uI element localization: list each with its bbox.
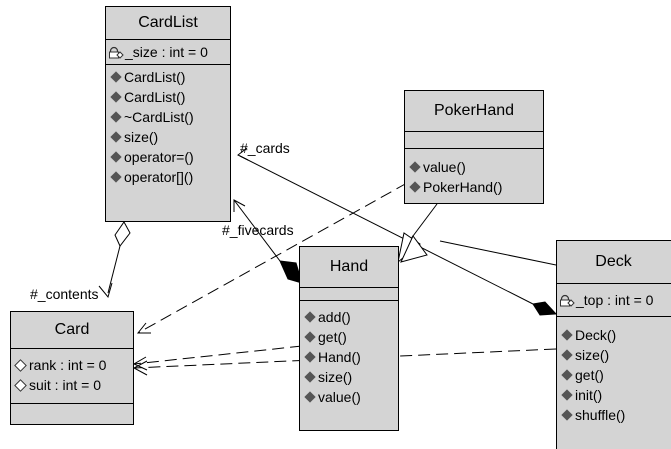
method-label: get()	[575, 367, 604, 383]
method-label: value()	[318, 389, 361, 405]
method-label: get()	[318, 329, 347, 345]
class-name: PokerHand	[405, 91, 543, 132]
role-label-cards: #_cards	[240, 140, 290, 156]
method-diamond-icon	[561, 369, 573, 381]
method-row[interactable]: PokerHand()	[407, 177, 539, 197]
generalization-deck-hand	[400, 235, 557, 266]
attributes-section	[405, 132, 543, 149]
role-label-fivecards: #_fivecards	[222, 222, 294, 238]
composition-hand-cardlist	[233, 199, 303, 284]
class-name: Deck	[557, 241, 671, 284]
method-label: operator[]()	[124, 169, 194, 185]
method-row[interactable]: CardList()	[108, 67, 226, 87]
dependency-hand-card	[132, 345, 303, 371]
attributes-section: _top : int = 0	[557, 284, 671, 317]
attribute-label: _top : int = 0	[576, 292, 654, 308]
class-name: Hand	[300, 247, 398, 288]
method-label: Hand()	[318, 349, 361, 365]
method-label: size()	[318, 369, 353, 385]
method-label: operator=()	[124, 149, 194, 165]
attribute-label: _size : int = 0	[125, 44, 208, 60]
method-label: CardList()	[124, 89, 186, 105]
method-diamond-icon	[304, 351, 316, 363]
method-diamond-icon	[110, 151, 122, 163]
method-diamond-icon	[110, 171, 122, 183]
methods-section: add() get() Hand() size() value()	[300, 301, 398, 409]
method-label: add()	[318, 309, 351, 325]
method-row[interactable]: operator[]()	[108, 167, 226, 187]
method-diamond-icon	[409, 161, 421, 173]
method-diamond-icon	[409, 181, 421, 193]
method-label: size()	[124, 129, 159, 145]
method-label: init()	[575, 387, 603, 403]
method-label: ~CardList()	[124, 109, 194, 125]
method-row[interactable]: Deck()	[559, 325, 671, 345]
method-row[interactable]: shuffle()	[559, 405, 671, 425]
class-box-cardlist[interactable]: CardList _size : int = 0 CardList()CardL…	[105, 6, 231, 222]
method-label: value()	[423, 159, 466, 175]
attribute-row[interactable]: _size : int = 0	[108, 42, 226, 62]
methods-section: value() PokerHand()	[405, 149, 543, 199]
method-diamond-icon	[561, 349, 573, 361]
methods-section	[11, 404, 133, 416]
method-row[interactable]: add()	[302, 307, 394, 327]
method-diamond-icon	[304, 311, 316, 323]
attribute-label: rank : int = 0	[29, 357, 107, 373]
aggregation-cardlist-card	[98, 221, 131, 299]
method-label: Deck()	[575, 327, 617, 343]
class-name: Card	[11, 312, 133, 349]
attribute-label: suit : int = 0	[29, 377, 101, 393]
method-row[interactable]: value()	[302, 387, 394, 407]
method-row[interactable]: ~CardList()	[108, 107, 226, 127]
method-row[interactable]: operator=()	[108, 147, 226, 167]
attributes-section: rank : int = 0 suit : int = 0	[11, 349, 133, 404]
method-diamond-icon	[304, 391, 316, 403]
method-row[interactable]: get()	[559, 365, 671, 385]
method-row[interactable]: init()	[559, 385, 671, 405]
method-row[interactable]: Hand()	[302, 347, 394, 367]
class-box-card[interactable]: Card rank : int = 0 suit : int = 0	[10, 311, 134, 425]
attribute-diamond-icon	[14, 378, 27, 392]
attribute-row[interactable]: rank : int = 0	[13, 355, 129, 375]
method-row[interactable]: CardList()	[108, 87, 226, 107]
method-diamond-icon	[110, 131, 122, 143]
method-diamond-icon	[110, 91, 122, 103]
method-row[interactable]: size()	[559, 345, 671, 365]
method-diamond-icon	[304, 331, 316, 343]
method-diamond-icon	[561, 409, 573, 421]
methods-section: Deck() size() get() init() shuffle()	[557, 317, 671, 427]
method-row[interactable]: get()	[302, 327, 394, 347]
class-box-pokerhand[interactable]: PokerHand value() PokerHand()	[404, 90, 544, 204]
attribute-row[interactable]: _top : int = 0	[559, 290, 671, 310]
protected-attribute-icon	[559, 293, 575, 307]
method-diamond-icon	[304, 371, 316, 383]
dependency-deck-card	[132, 348, 557, 376]
attribute-row[interactable]: suit : int = 0	[13, 375, 129, 395]
attributes-section: _size : int = 0	[106, 40, 230, 65]
method-row[interactable]: value()	[407, 157, 539, 177]
method-label: size()	[575, 347, 610, 363]
class-box-deck[interactable]: Deck _top : int = 0 Deck() size() get() ini…	[556, 240, 671, 449]
method-row[interactable]: size()	[302, 367, 394, 387]
class-name: CardList	[106, 7, 230, 40]
method-diamond-icon	[561, 329, 573, 341]
attribute-diamond-icon	[14, 358, 27, 372]
method-label: PokerHand()	[423, 179, 503, 195]
protected-attribute-icon	[108, 45, 124, 59]
method-label: CardList()	[124, 69, 186, 85]
method-label: shuffle()	[575, 407, 626, 423]
role-label-contents: #_contents	[30, 286, 99, 302]
method-diamond-icon	[561, 389, 573, 401]
method-diamond-icon	[110, 71, 122, 83]
attributes-section	[300, 288, 398, 301]
methods-section: CardList() CardList() ~CardList() size() ope…	[106, 65, 230, 189]
method-diamond-icon	[110, 111, 122, 123]
class-box-hand[interactable]: Hand add() get() Hand() size() value()	[299, 246, 399, 431]
method-row[interactable]: size()	[108, 127, 226, 147]
